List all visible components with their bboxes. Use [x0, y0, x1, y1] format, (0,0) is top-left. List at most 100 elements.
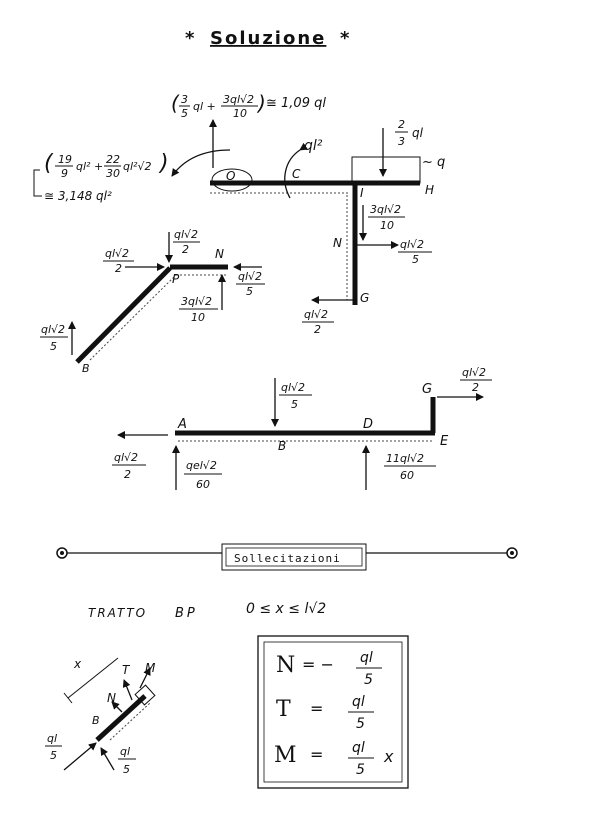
sketch-left-arrow — [63, 742, 97, 771]
distributed-load-box — [351, 156, 421, 184]
moment-O-num-a: 3 — [181, 93, 188, 106]
result-M-tail: x — [383, 747, 394, 766]
title-star-right: * — [340, 28, 351, 49]
bp-B-label: ql√2 5 — [40, 323, 68, 353]
beam-G-right-num: ql√2 — [462, 366, 486, 379]
beam-A-left-label: ql√2 2 — [112, 451, 146, 481]
bp-top-label: ql√2 2 — [173, 228, 200, 256]
beam-D-up-label: 11ql√2 60 — [384, 452, 436, 482]
sketch-T-arrow — [122, 679, 133, 701]
bp-bottom-den: 10 — [191, 311, 205, 324]
section-divider: Sollecitazioni — [56, 543, 518, 571]
beam-A-up-label: qel√2 60 — [184, 459, 222, 491]
segment-id: BP — [175, 606, 198, 621]
moment-left-expression: ( 19 9 ql² + 22 30 ql²√2 ) ≅ 3,148 ql² — [33, 151, 169, 203]
beam-D-up-den: 60 — [400, 469, 414, 482]
force-I-num: 3ql√2 — [370, 203, 401, 216]
sketch-bottom-arrow — [100, 747, 115, 771]
moment-left-tail: ql²√2 — [123, 160, 151, 173]
result-M-den: 5 — [356, 762, 365, 778]
q-label: ~ q — [422, 155, 445, 170]
moment-C-label: ql² — [304, 138, 323, 154]
beam-G-right-den: 2 — [472, 381, 479, 394]
segment-name: TRATTO — [88, 606, 147, 620]
title-star-left: * — [185, 28, 196, 49]
sketch-left-den: 5 — [50, 749, 57, 762]
label-C: C — [292, 167, 301, 181]
beam-D-up-num: 11ql√2 — [386, 452, 424, 465]
results-frame-inner — [263, 641, 403, 783]
sketch-M-arrow — [139, 667, 151, 689]
label-G-top: G — [360, 291, 369, 305]
results-frame-outer — [257, 635, 409, 789]
force-right-den: 5 — [412, 253, 419, 266]
beam-mid-label: ql√2 5 — [279, 381, 312, 411]
sketch-bottom-num: ql — [120, 745, 130, 758]
label-B-bp: B — [82, 362, 90, 375]
moment-left-num-b: 22 — [106, 153, 120, 166]
force-G-num: ql√2 — [304, 308, 328, 321]
segment-range: 0 ≤ x ≤ l√2 — [246, 601, 326, 617]
sketch-bottom-label: ql 5 — [118, 745, 136, 776]
label-I: I — [360, 186, 364, 200]
moment-O-den-a: 5 — [181, 107, 188, 120]
bp-right-label: ql√2 5 — [236, 270, 265, 298]
moment-C-arrow — [284, 142, 309, 199]
bp-top-num: ql√2 — [174, 228, 198, 241]
svg-text:): ) — [158, 151, 169, 176]
bp-bottom-label: 3ql√2 10 — [179, 295, 218, 324]
sketch-N-arrow — [111, 701, 123, 713]
label-B-sketch: B — [92, 714, 100, 727]
sketch-left-label: ql 5 — [45, 732, 62, 762]
bp-right-num: ql√2 — [238, 270, 262, 283]
bp-left-num: ql√2 — [105, 247, 129, 260]
svg-text:(: ( — [44, 151, 54, 176]
label-N-bp: N — [215, 247, 224, 261]
label-E: E — [440, 434, 449, 449]
label-O: O — [226, 169, 235, 183]
moment-left-den-b: 30 — [106, 167, 120, 180]
result-T: T = ql 5 — [276, 694, 374, 732]
beam-frame: A B D E G ql√2 5 ql√2 2 qel√2 60 11ql√2 — [112, 366, 492, 491]
beam-mid-den: 5 — [291, 398, 298, 411]
moment-O-num-b: 3ql√2 — [223, 93, 254, 106]
result-N-den: 5 — [364, 672, 373, 688]
result-N-eq: = − — [302, 655, 334, 674]
result-T-eq: = — [310, 699, 323, 718]
x-axis — [67, 657, 119, 699]
moment-left-mid: ql² + — [76, 160, 103, 173]
result-T-den: 5 — [356, 716, 365, 732]
sketch-section — [134, 684, 156, 706]
label-M-sketch: M — [145, 661, 156, 675]
top-frame: 2 3 ql ~ q O C ql² I H N G 3ql√2 10 ql√2 — [33, 91, 445, 336]
label-x: x — [73, 657, 82, 671]
member-BP — [75, 266, 172, 364]
label-N-sketch: N — [107, 691, 116, 705]
moment-left-arrow — [171, 149, 231, 177]
load-top-tail: ql — [412, 126, 424, 140]
moment-O-den-b: 10 — [233, 107, 247, 120]
label-T: T — [122, 663, 131, 677]
beam-G-right-label: ql√2 2 — [460, 366, 492, 394]
label-B-beam: B — [278, 439, 286, 453]
label-H: H — [425, 183, 434, 197]
small-sketch: x T M N B ql 5 ql 5 — [45, 657, 156, 776]
bp-bottom-num: 3ql√2 — [181, 295, 212, 308]
moment-O-circle — [211, 168, 253, 192]
force-right-num: ql√2 — [400, 238, 424, 251]
moment-left-num: 19 — [58, 153, 72, 166]
result-N: N = − ql 5 — [276, 650, 382, 688]
beam-A-up-den: 60 — [196, 478, 210, 491]
beam-mid-num: ql√2 — [281, 381, 305, 394]
bp-left-label: ql√2 2 — [103, 247, 134, 275]
sketch-left-num: ql — [47, 732, 57, 745]
result-M-eq: = — [310, 745, 323, 764]
beam-A-left-num: ql√2 — [114, 451, 138, 464]
moment-left-bracket — [33, 169, 42, 197]
page-title: * Soluzione * — [185, 28, 351, 49]
bp-left-den: 2 — [115, 262, 122, 275]
svg-text:(: ( — [171, 91, 180, 115]
result-M-num: ql — [352, 740, 365, 756]
sketch-member — [95, 694, 147, 742]
